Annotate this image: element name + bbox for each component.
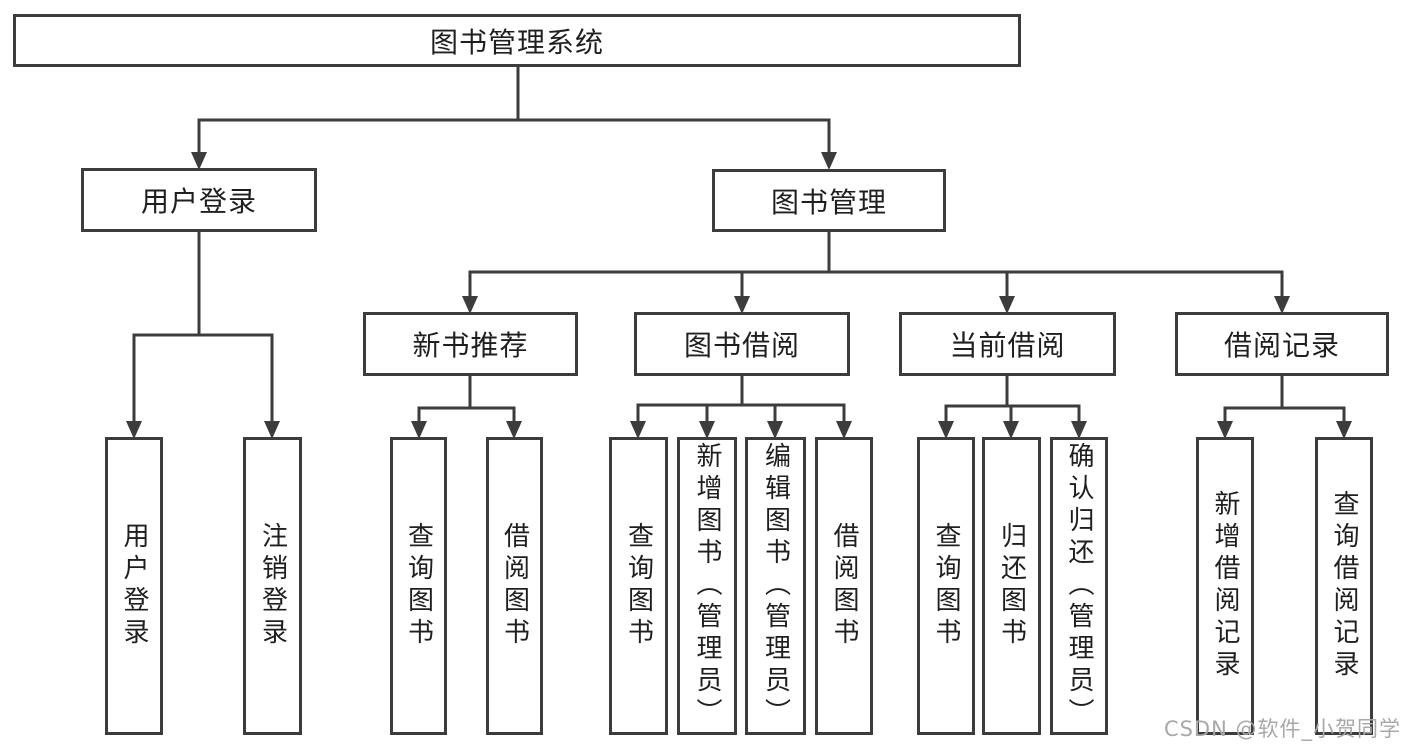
leaf-query-books-borrowing: 查询图书 [609, 437, 668, 735]
leaf-query-books-borrowing-label: 查询图书 [623, 522, 654, 650]
leaf-add-borrow-record-label: 新增借阅记录 [1210, 490, 1240, 682]
leaf-confirm-return-admin: 确认归还（管理员） [1050, 437, 1108, 735]
leaf-logout-label: 注销登录 [257, 522, 288, 650]
leaf-query-books-current: 查询图书 [917, 437, 975, 735]
leaf-query-books-recommend: 查询图书 [390, 437, 447, 735]
leaf-edit-books-admin-label: 编辑图书（管理员） [760, 442, 791, 730]
leaf-return-books-label: 归还图书 [996, 522, 1027, 650]
leaf-borrow-books-recommend: 借阅图书 [486, 437, 543, 735]
leaf-query-books-recommend-label: 查询图书 [403, 522, 434, 650]
leaf-query-borrow-record: 查询借阅记录 [1315, 437, 1373, 735]
leaf-logout: 注销登录 [243, 437, 302, 735]
leaf-edit-books-admin: 编辑图书（管理员） [745, 437, 806, 735]
arrowhead-icons [126, 152, 1352, 439]
watermark: CSDN @软件_小贺同学 [1163, 717, 1401, 741]
leaf-add-books-admin-label: 新增图书（管理员） [692, 442, 722, 730]
leaf-confirm-return-admin-label: 确认归还（管理员） [1064, 442, 1094, 730]
node-new-book-recommendation: 新书推荐 [363, 312, 578, 376]
leaf-user-login-label: 用户登录 [119, 522, 149, 650]
node-current-borrowing-label: 当前借阅 [949, 329, 1066, 362]
leaf-add-books-admin: 新增图书（管理员） [677, 437, 737, 735]
node-user-login-branch: 用户登录 [81, 168, 317, 232]
node-borrowing-records-label: 借阅记录 [1223, 329, 1340, 362]
node-book-borrowing: 图书借阅 [634, 312, 850, 376]
node-library-management-system: 图书管理系统 [13, 14, 1021, 67]
leaf-add-borrow-record: 新增借阅记录 [1196, 437, 1254, 735]
node-book-management-branch-label: 图书管理 [770, 185, 887, 219]
node-book-borrowing-label: 图书借阅 [683, 329, 800, 362]
leaf-query-books-current-label: 查询图书 [931, 522, 961, 650]
leaf-user-login: 用户登录 [105, 437, 163, 735]
leaf-borrow-books-recommend-label: 借阅图书 [499, 522, 530, 650]
node-book-management-branch: 图书管理 [712, 169, 946, 232]
leaf-query-borrow-record-label: 查询借阅记录 [1329, 490, 1359, 682]
leaf-borrow-books: 借阅图书 [815, 437, 873, 735]
node-library-management-system-label: 图书管理系统 [429, 25, 604, 59]
node-borrowing-records: 借阅记录 [1175, 312, 1389, 376]
node-user-login-branch-label: 用户登录 [140, 185, 257, 218]
leaf-borrow-books-label: 借阅图书 [829, 522, 859, 650]
node-current-borrowing: 当前借阅 [899, 312, 1116, 376]
node-new-book-recommendation-label: 新书推荐 [412, 329, 529, 362]
leaf-return-books: 归还图书 [982, 437, 1041, 735]
